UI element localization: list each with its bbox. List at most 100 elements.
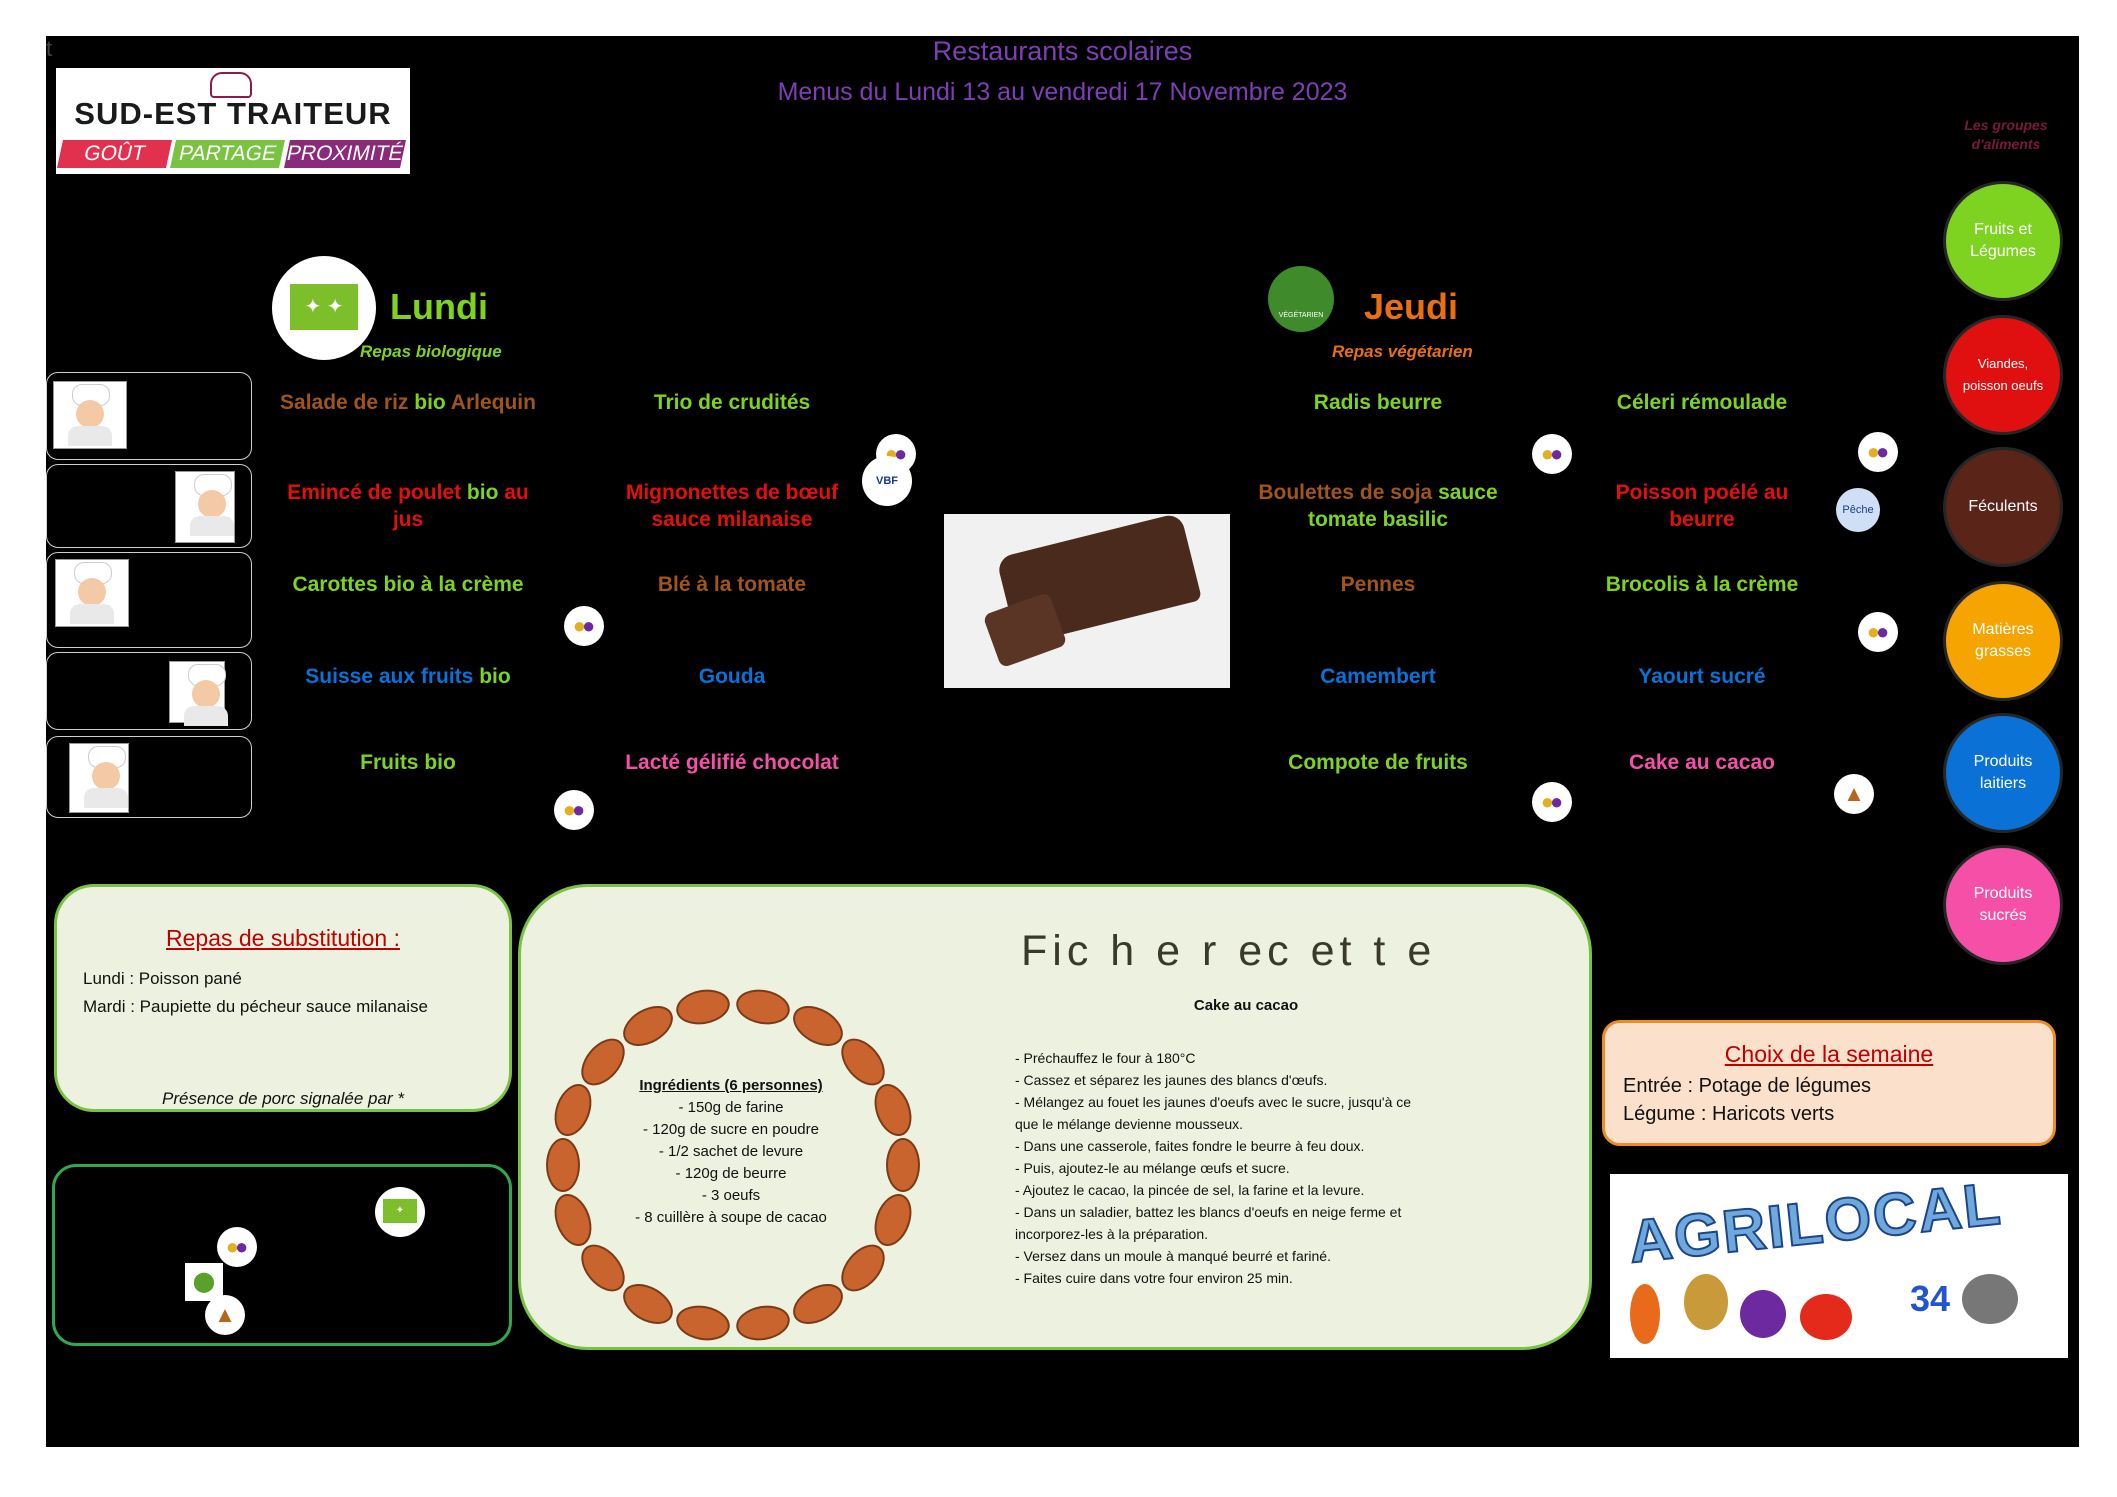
ingredient-item: - 150g de farine — [678, 1099, 784, 1116]
recipe-step: - Dans un saladier, battez les blancs d'… — [1015, 1204, 1402, 1220]
recipe-title: Fic h e r ec et t e — [1021, 927, 1437, 975]
chef-illustration — [169, 661, 228, 726]
cocoa-bean-icon — [616, 1275, 680, 1332]
food-group-circle: Produits laitiers — [1946, 716, 2060, 830]
substitution-title: Repas de substitution : — [166, 925, 400, 951]
cocoa-bean-icon — [673, 1301, 734, 1344]
dish-text-part: Carottes bio à la crème — [292, 573, 524, 596]
choix-semaine-panel: Choix de la semaine Entrée : Potage de l… — [1602, 1020, 2056, 1146]
substitution-panel: Repas de substitution : Lundi : Poisson … — [54, 884, 512, 1112]
carrot-mascot — [1630, 1284, 1660, 1344]
potato-mascot — [1684, 1274, 1728, 1330]
recipe-step: - Préchauffez le four à 180°C — [1015, 1050, 1196, 1066]
course-row-main — [46, 464, 252, 548]
logo-tag: PARTAGE — [170, 140, 286, 168]
sheep-mascot — [1962, 1274, 2018, 1324]
fruits-legumes-icon: ●● — [217, 1227, 257, 1267]
menu-dish-lundi-b: Lacté gélifié chocolat — [625, 751, 839, 774]
fruits-legumes-icon: ●● — [554, 790, 594, 830]
corner-mark: t — [46, 36, 53, 61]
page-title: Restaurants scolaires — [932, 36, 1193, 66]
cocoa-bean-icon — [616, 998, 680, 1055]
ingredient-item: - 3 oeufs — [701, 1187, 761, 1204]
recipe-step: - Mélangez au fouet les jaunes d'oeufs a… — [1015, 1094, 1412, 1110]
bio-badge-small: ✦ — [375, 1187, 425, 1237]
menu-dish-jeudi-b: Poisson poélé au beurre — [1615, 481, 1789, 531]
agrilocal-department: 34 — [1910, 1278, 1951, 1319]
cocoa-bean-icon — [548, 1079, 599, 1142]
menu-dish-lundi: Suisse aux fruits bio — [278, 663, 538, 690]
cocoa-bean-icon — [786, 1275, 850, 1332]
agrilocal-logo: AGRILOCAL 34 — [1610, 1169, 2068, 1358]
dish-text-part: Pennes — [1340, 573, 1416, 596]
cocoa-bean-icon — [886, 1138, 920, 1192]
menu-dish-lundi-b: Blé à la tomate — [657, 573, 807, 596]
logo-tag: PROXIMITÉ — [283, 140, 405, 168]
food-group-label: Matières grasses — [1972, 621, 2034, 660]
menu-dish-lundi: Carottes bio à la crème — [278, 571, 538, 598]
cocoa-bean-icon — [732, 1301, 793, 1344]
pork-note: Présence de porc signalée par * — [162, 1089, 404, 1108]
chef-illustration — [53, 381, 127, 449]
cocoa-bean-icon — [673, 985, 734, 1029]
peche-label-icon: Pêche — [1836, 488, 1880, 532]
dish-text-part: bio — [479, 665, 511, 688]
substitution-line: Lundi : Poisson pané — [83, 969, 242, 988]
dish-text-part: sauce tomate basilic — [1307, 481, 1498, 531]
menu-page: t SUD-EST TRAITEUR GOÛT PARTAGE PROXIMIT… — [46, 36, 2079, 1447]
chef-hat-icon — [210, 72, 252, 98]
cocoa-bean-icon — [546, 1138, 580, 1192]
recipe-name: Cake au cacao — [1193, 997, 1299, 1014]
menu-dish-lundi-b: Trio de crudités — [653, 391, 811, 414]
menu-dish-jeudi: Pennes — [1248, 571, 1508, 598]
cocoa-bean-icon — [867, 1188, 918, 1251]
menu-dish-jeudi: Compote de fruits — [1248, 749, 1508, 776]
menu-dish-jeudi-b: Cake au cacao — [1629, 751, 1775, 774]
course-row-side — [46, 552, 252, 648]
menu-dish-jeudi-b: Yaourt sucré — [1638, 665, 1766, 688]
recipe-step: - Dans une casserole, faites fondre le b… — [1015, 1138, 1365, 1154]
food-group-circle: Matières grasses — [1946, 584, 2060, 698]
ingredient-item: - 120g de beurre — [675, 1165, 787, 1182]
recipe-panel: Fic h e r ec et t e Cake au cacao Ingréd… — [518, 884, 1592, 1350]
chef-illustration — [55, 559, 129, 627]
menu-dish-jeudi: Camembert — [1248, 663, 1508, 690]
meal-type-lundi: Repas biologique — [360, 342, 502, 361]
menu-dish-lundi: Emincé de poulet bio au jus — [278, 479, 538, 533]
dish-text-part: Suisse aux fruits — [305, 665, 480, 688]
meal-type-jeudi: Repas végétarien — [1332, 342, 1473, 361]
sud-est-traiteur-logo: SUD-EST TRAITEUR GOÛT PARTAGE PROXIMITÉ — [56, 68, 410, 174]
food-group-label: Produits laitiers — [1973, 753, 2033, 792]
dish-text-part: bio — [414, 391, 446, 414]
dish-text-part: Arlequin — [445, 391, 536, 414]
recipe-step: - Cassez et séparez les jaunes des blanc… — [1015, 1072, 1328, 1088]
choix-line: Légume : Haricots verts — [1623, 1103, 1835, 1125]
ingredient-item: - 8 cuillère à soupe de cacao — [635, 1209, 827, 1226]
food-group-label: Fruits et Légumes — [1970, 221, 2036, 260]
menu-dish-jeudi: Boulettes de soja sauce tomate basilic — [1248, 479, 1508, 533]
course-row-starter — [46, 372, 252, 460]
dish-text-part: Boulettes de soja — [1258, 481, 1439, 504]
recipe-step: - Versez dans un moule à manqué beurré e… — [1015, 1248, 1331, 1264]
logo-tag: GOÛT — [57, 140, 173, 168]
chef-illustration — [175, 471, 235, 543]
dish-text-part: Emincé de poulet — [287, 481, 467, 504]
menu-dish-lundi: Fruits bio — [278, 749, 538, 776]
page-subtitle: Menus du Lundi 13 au vendredi 17 Novembr… — [777, 78, 1348, 106]
eggplant-mascot — [1740, 1290, 1786, 1338]
choix-title: Choix de la semaine — [1724, 1041, 1934, 1067]
food-group-label: Viandes, poisson oeufs — [1962, 356, 2044, 393]
cocoa-bean-icon — [867, 1079, 918, 1142]
menu-dish-lundi-b: Gouda — [698, 665, 766, 688]
fruits-legumes-icon: ●● — [1858, 432, 1898, 472]
menu-dish-lundi: Salade de riz bio Arlequin — [278, 389, 538, 416]
chef-illustration — [69, 743, 129, 813]
cupcake-icon: ▲ — [1834, 774, 1874, 814]
choix-line: Entrée : Potage de légumes — [1623, 1075, 1871, 1097]
recipe-step: incorporez-les à la préparation. — [1015, 1226, 1208, 1242]
bio-badge: ✦ ✦ — [272, 256, 376, 360]
ingredient-item: - 120g de sucre en poudre — [643, 1121, 819, 1138]
tomato-mascot — [1800, 1294, 1852, 1340]
dish-text-part: Radis beurre — [1313, 391, 1443, 414]
local-product-pin-icon: ⬤ — [185, 1263, 223, 1301]
